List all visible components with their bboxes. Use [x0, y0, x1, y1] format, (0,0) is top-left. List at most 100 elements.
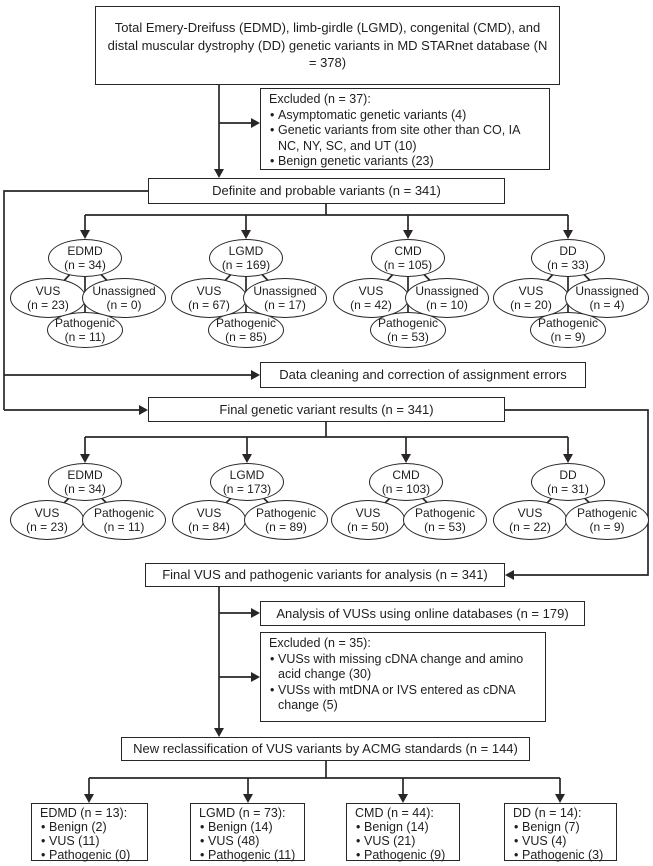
outcome-item: VUS (21) [355, 834, 453, 848]
ellipse-count: (n = 50) [347, 520, 389, 534]
row2-cmd-vus-ellipse: VUS(n = 50) [331, 500, 405, 540]
row1-edmd-vus-ellipse: VUS(n = 23) [10, 278, 86, 318]
ellipse-label: VUS [196, 283, 222, 298]
row1-cmd-unassigned-ellipse: Unassigned(n = 10) [405, 278, 489, 318]
row1-edmd-unassigned-ellipse: Unassigned(n = 0) [82, 278, 166, 318]
ellipse-label: EDMD [67, 243, 103, 258]
row1-lgmd-ellipse: LGMD(n = 169) [209, 239, 283, 277]
row2-dd-ellipse: DD(n = 31) [531, 463, 605, 501]
outcome-item: Pathogenic (0) [40, 848, 141, 862]
final-vus-box: Final VUS and pathogenic variants for an… [145, 563, 505, 587]
definite-variants-text: Definite and probable variants (n = 341) [212, 183, 441, 199]
row2-edmd-ellipse: EDMD(n = 34) [48, 463, 122, 501]
excluded-mid-box: Excluded (n = 35): VUSs with missing cDN… [260, 632, 546, 722]
row1-lgmd-pathogenic-ellipse: Pathogenic(n = 85) [208, 312, 284, 348]
outcome-title: DD (n = 14): [513, 806, 582, 820]
outcome-item: Pathogenic (9) [355, 848, 453, 862]
ellipse-count: (n = 23) [26, 520, 68, 534]
ellipse-count: (n = 33) [547, 258, 589, 272]
excluded-top-item: Genetic variants from site other than CO… [269, 123, 543, 154]
ellipse-label: VUS [35, 283, 61, 298]
feedback-connector [505, 409, 649, 580]
ellipse-count: (n = 22) [509, 520, 551, 534]
ellipse-label: Pathogenic [93, 505, 155, 520]
ellipse-count: (n = 11) [103, 520, 145, 534]
excluded-top-title: Excluded (n = 37): [269, 92, 371, 106]
ellipse-count: (n = 169) [221, 258, 271, 272]
ellipse-count: (n = 20) [510, 298, 552, 312]
ellipse-count: (n = 17) [264, 298, 306, 312]
row1-dd-vus-ellipse: VUS(n = 20) [493, 278, 569, 318]
row2-dd-vus-ellipse: VUS(n = 22) [493, 500, 567, 540]
outcome-box-lgmd: LGMD (n = 73): Benign (14) VUS (48) Path… [190, 803, 305, 862]
outcome-box-edmd: EDMD (n = 13): Benign (2) VUS (11) Patho… [31, 803, 148, 862]
outcome-title: LGMD (n = 73): [199, 806, 286, 820]
excluded-mid-title: Excluded (n = 35): [269, 636, 371, 650]
row1-cmd-ellipse: CMD(n = 105) [371, 239, 445, 277]
ellipse-label: Pathogenic [54, 315, 116, 330]
ellipse-count: (n = 42) [350, 298, 392, 312]
definite-variants-box: Definite and probable variants (n = 341) [148, 178, 505, 204]
outcome-item: VUS (4) [513, 834, 610, 848]
total-variants-text: Total Emery-Dreifuss (EDMD), limb-girdle… [107, 20, 548, 71]
ellipse-label: Pathogenic [576, 505, 638, 520]
ellipse-count: (n = 103) [381, 482, 431, 496]
excluded-top-item: Benign genetic variants (23) [269, 154, 543, 170]
data-cleaning-box: Data cleaning and correction of assignme… [260, 362, 586, 388]
ellipse-label: Pathogenic [255, 505, 317, 520]
row1-cmd-pathogenic-ellipse: Pathogenic(n = 53) [370, 312, 446, 348]
ellipse-count: (n = 11) [64, 330, 106, 344]
ellipse-count: (n = 173) [222, 482, 272, 496]
excluded-top-box: Excluded (n = 37): Asymptomatic genetic … [260, 88, 550, 170]
ellipse-label: VUS [517, 505, 543, 520]
connector-total-to-definite [214, 85, 260, 178]
row2-cmd-pathogenic-ellipse: Pathogenic(n = 53) [403, 500, 487, 540]
row2-lgmd-pathogenic-ellipse: Pathogenic(n = 89) [244, 500, 328, 540]
outcome-item: Benign (2) [40, 820, 141, 834]
outcome-item: Benign (14) [199, 820, 298, 834]
distributor-row3 [84, 761, 565, 803]
ellipse-count: (n = 84) [188, 520, 230, 534]
final-results-text: Final genetic variant results (n = 341) [219, 401, 434, 417]
ellipse-count: (n = 53) [424, 520, 466, 534]
ellipse-label: VUS [196, 505, 222, 520]
ellipse-count: (n = 31) [547, 482, 589, 496]
ellipse-count: (n = 34) [64, 482, 106, 496]
ellipse-label: DD [559, 243, 577, 258]
distributor-row2 [80, 422, 573, 463]
ellipse-label: Unassigned [575, 283, 639, 298]
outcome-item: Pathogenic (3) [513, 848, 610, 862]
row1-dd-pathogenic-ellipse: Pathogenic(n = 9) [530, 312, 606, 348]
left-rail [3, 190, 260, 415]
row2-cmd-ellipse: CMD(n = 103) [369, 463, 443, 501]
final-results-box: Final genetic variant results (n = 341) [148, 397, 505, 422]
ellipse-label: Pathogenic [537, 315, 599, 330]
analysis-box: Analysis of VUSs using online databases … [260, 601, 585, 626]
ellipse-label: Pathogenic [414, 505, 476, 520]
ellipse-label: Pathogenic [215, 315, 277, 330]
ellipse-label: LGMD [228, 243, 264, 258]
row1-dd-unassigned-ellipse: Unassigned(n = 4) [565, 278, 649, 318]
outcome-item: Benign (7) [513, 820, 610, 834]
mid-rail [214, 587, 260, 737]
ellipse-count: (n = 67) [188, 298, 230, 312]
total-variants-box: Total Emery-Dreifuss (EDMD), limb-girdle… [95, 6, 560, 85]
excluded-top-item: Asymptomatic genetic variants (4) [269, 108, 543, 124]
ellipse-count: (n = 23) [27, 298, 69, 312]
excluded-mid-item: VUSs with mtDNA or IVS entered as cDNA c… [269, 683, 539, 714]
row1-lgmd-vus-ellipse: VUS(n = 67) [171, 278, 247, 318]
ellipse-label: CMD [394, 243, 422, 258]
distributor-row1 [80, 204, 573, 239]
row2-edmd-pathogenic-ellipse: Pathogenic(n = 11) [82, 500, 166, 540]
ellipse-count: (n = 89) [265, 520, 307, 534]
ellipse-count: (n = 9) [589, 520, 625, 534]
row2-lgmd-ellipse: LGMD(n = 173) [210, 463, 284, 501]
ellipse-label: Pathogenic [377, 315, 439, 330]
ellipse-count: (n = 105) [383, 258, 433, 272]
ellipse-label: Unassigned [415, 283, 479, 298]
outcome-item: Pathogenic (11) [199, 848, 298, 862]
ellipse-label: VUS [358, 283, 384, 298]
ellipse-label: VUS [355, 505, 381, 520]
ellipse-label: VUS [34, 505, 60, 520]
